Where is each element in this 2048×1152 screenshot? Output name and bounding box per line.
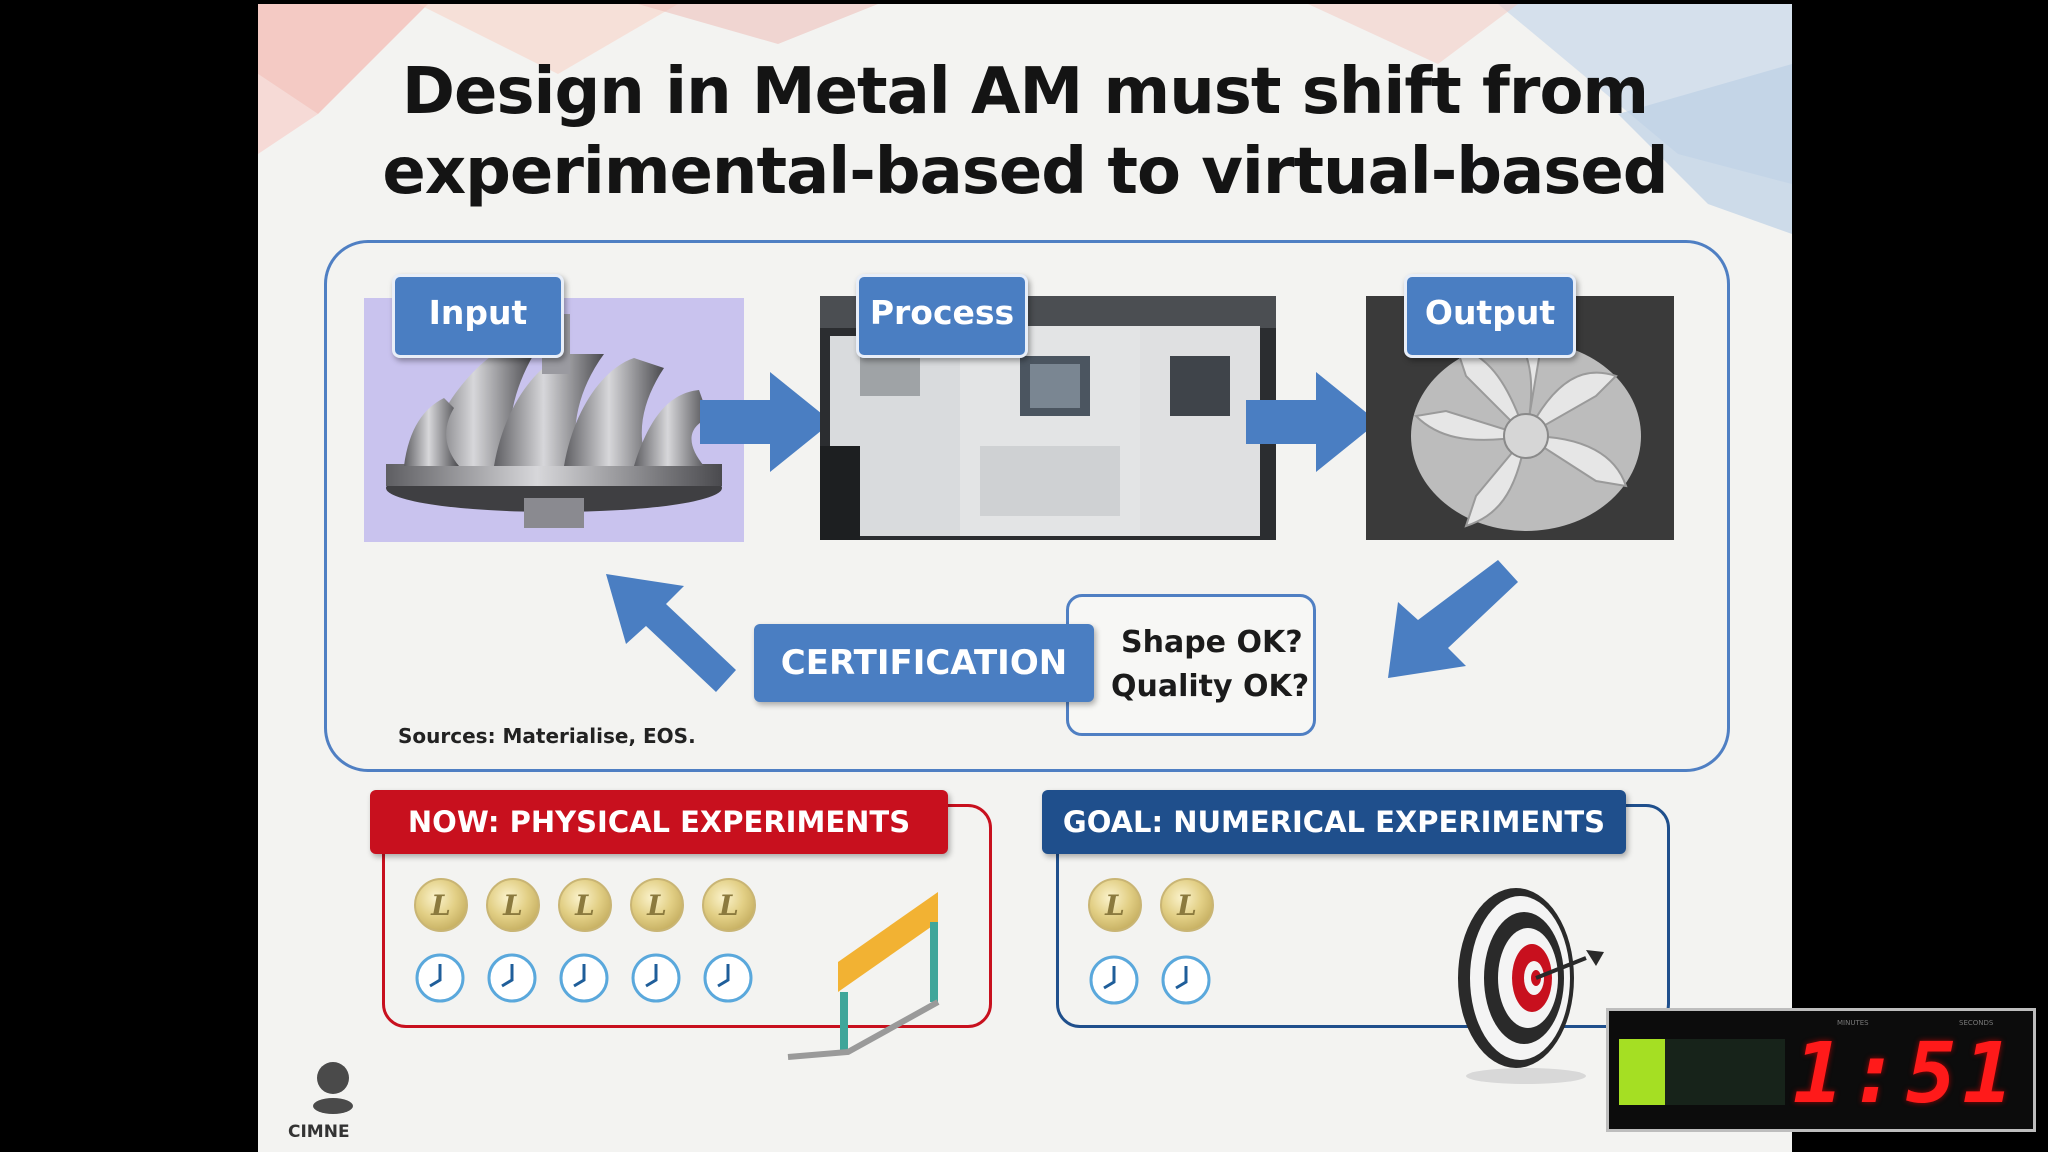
arrow-down-left-icon: [1388, 560, 1518, 678]
cimne-logo-icon: [313, 1062, 353, 1114]
goal-coin-row: L L: [1088, 878, 1232, 932]
coin-icon: L: [630, 878, 684, 932]
clock-icon: [1089, 955, 1139, 1005]
clock-icon: [703, 953, 753, 1003]
clock-icon: [415, 953, 465, 1003]
goal-clock-row: [1088, 954, 1232, 1006]
countdown-timer: MINUTES SECONDS 1:51: [1606, 1008, 2036, 1132]
impeller-cad-image: [364, 298, 744, 542]
coin-icon: L: [486, 878, 540, 932]
clock-icon: [631, 953, 681, 1003]
now-panel-title: NOW: PHYSICAL EXPERIMENTS: [370, 790, 948, 854]
quality-check-box: Shape OK? Quality OK?: [1066, 594, 1316, 736]
process-label: Process: [856, 274, 1028, 358]
timer-progress-fill: [1619, 1039, 1666, 1105]
coin-icon: L: [414, 878, 468, 932]
timer-progress-bar: [1619, 1039, 1785, 1105]
sources-caption: Sources: Materialise, EOS.: [398, 724, 696, 748]
process-flow-frame: [324, 240, 1730, 772]
coin-icon: L: [1160, 878, 1214, 932]
am-machine-photo: [820, 296, 1276, 540]
certification-label: CERTIFICATION: [754, 624, 1094, 702]
arrow-right-icon: [1246, 372, 1378, 472]
quality-ok-text: Quality OK?: [1111, 669, 1310, 704]
coin-icon: L: [558, 878, 612, 932]
slide-title-line2: experimental-based to virtual-based: [382, 135, 1668, 209]
shape-ok-text: Shape OK?: [1121, 625, 1303, 660]
input-label: Input: [392, 274, 564, 358]
clock-icon: [559, 953, 609, 1003]
goal-panel-title: GOAL: NUMERICAL EXPERIMENTS: [1042, 790, 1626, 854]
presentation-slide: Design in Metal AM must shift from exper…: [258, 4, 1792, 1152]
arrow-right-icon: [700, 372, 832, 472]
hurdle-icon: [787, 892, 940, 1060]
clock-icon: [487, 953, 537, 1003]
slide-title-line1: Design in Metal AM must shift from: [401, 55, 1649, 129]
target-icon: [1458, 888, 1604, 1084]
coin-icon: L: [702, 878, 756, 932]
coin-icon: L: [1088, 878, 1142, 932]
background-decoration: [258, 4, 1792, 234]
now-clock-row: [414, 952, 774, 1004]
output-label: Output: [1404, 274, 1576, 358]
arrow-up-left-icon: [606, 574, 736, 692]
timer-minutes-label: MINUTES: [1837, 1019, 1869, 1027]
clock-icon: [1161, 955, 1211, 1005]
now-coin-row: L L L L L: [414, 878, 774, 932]
timer-seconds-label: SECONDS: [1959, 1019, 1994, 1027]
cimne-logo-text: CIMNE: [288, 1122, 350, 1142]
slide-title: Design in Metal AM must shift from exper…: [258, 52, 1792, 212]
timer-display: 1:51: [1792, 1024, 2019, 1122]
